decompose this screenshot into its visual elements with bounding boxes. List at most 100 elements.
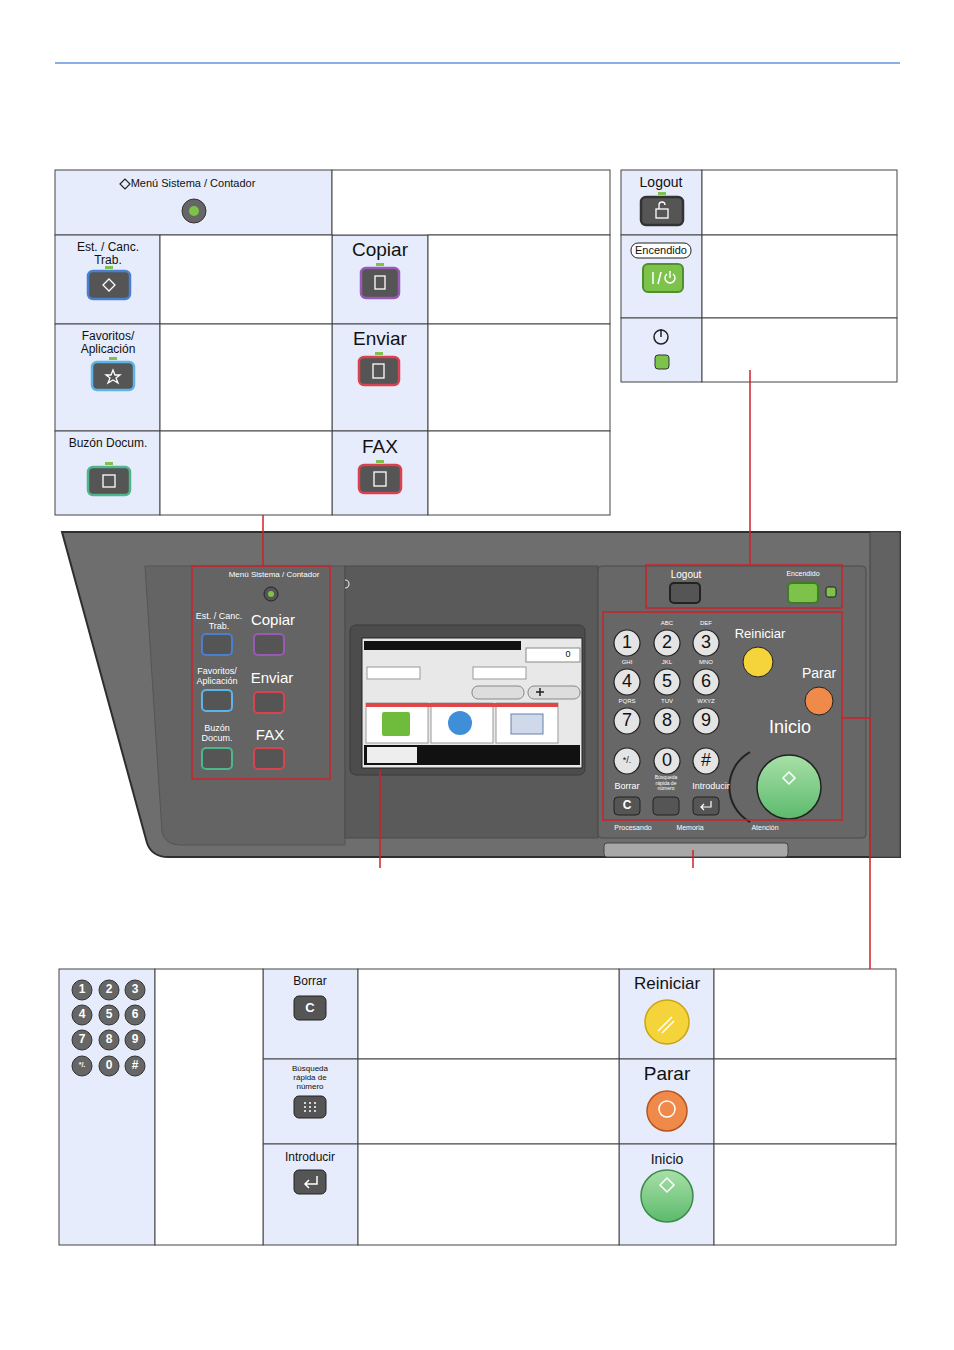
description-cells-part — [714, 1144, 896, 1245]
button-leds-part — [376, 263, 384, 266]
panel-label: C — [619, 799, 635, 812]
panel-small-keys — [614, 797, 719, 815]
power-button — [788, 583, 818, 603]
keypad-keys-part — [99, 1056, 119, 1076]
quick-search-key — [294, 1096, 326, 1118]
key-cell: Introducir — [263, 1144, 358, 1245]
key-label: 8 — [98, 1033, 120, 1046]
key-cell: FAX — [332, 431, 428, 515]
key-cells-part — [55, 431, 160, 515]
key-label: Buzón Docum. — [68, 437, 148, 450]
key-label: FAX — [340, 437, 420, 458]
panel-keys-part — [654, 669, 680, 695]
key-label: Inicio — [622, 1152, 712, 1167]
screen-field — [473, 667, 526, 679]
table-buttons-part — [359, 357, 399, 385]
key-label: Enviar — [335, 329, 425, 350]
screen-bottom-bar — [364, 745, 580, 765]
panel-label: 0 — [558, 650, 578, 660]
panel-keys-part — [693, 630, 719, 656]
key-cells-part — [621, 318, 702, 382]
panel-buttons-part — [670, 583, 700, 603]
panel-buttons-part — [202, 634, 232, 655]
button-glyphs-part — [373, 364, 384, 378]
keypad-keys-part — [125, 1005, 145, 1025]
panel-label: Búsqueda rápida de número — [651, 775, 681, 792]
callout-frames-part — [692, 850, 694, 868]
key-cell: Parar — [619, 1059, 714, 1144]
panel-label: Parar — [789, 666, 849, 681]
panel-label: Borrar — [607, 782, 647, 792]
panel-label: 3 — [695, 633, 717, 653]
screen-bezel — [350, 625, 585, 775]
panel-label: Introducir — [686, 782, 736, 792]
button-leds — [105, 192, 666, 465]
energy-led — [826, 587, 836, 597]
panel-small-keys-part — [653, 797, 679, 815]
keypad-keys-part — [125, 1030, 145, 1050]
key-cell: Buzón Docum. — [55, 431, 160, 515]
panel-label: Encendido — [778, 570, 828, 578]
folder-icon — [382, 712, 410, 736]
keypad-area — [598, 566, 866, 838]
power-glyph — [653, 271, 675, 284]
enter-glyph — [701, 801, 711, 810]
panel-keys-part — [693, 669, 719, 695]
key-label: Búsqueda rápida de número — [280, 1065, 340, 1091]
table-buttons-part — [641, 197, 683, 225]
panel-label: Logout — [656, 569, 716, 580]
panel-label: 5 — [656, 672, 678, 692]
key-cells-part — [332, 324, 428, 431]
callout-frames-part — [749, 370, 751, 565]
power-glyph-part — [658, 272, 661, 284]
key-label: 2 — [98, 983, 120, 996]
description-cells-part — [358, 1059, 619, 1144]
callout-frames — [192, 370, 870, 969]
reset-key — [645, 1000, 689, 1044]
panel-right-edge — [870, 532, 900, 857]
button-glyphs-part — [374, 472, 386, 486]
button-leds-part — [658, 192, 666, 195]
panel-label: Buzón Docum. — [195, 724, 239, 744]
key-cell: 123456789*/.0# — [59, 969, 155, 1245]
description-cells-part — [428, 324, 610, 431]
key-label: Est. / Canc. Trab. — [63, 241, 153, 267]
description-cells-part — [702, 318, 897, 382]
dots-glyph-part — [309, 1110, 311, 1112]
screen-button — [528, 686, 580, 699]
dots-glyph-part — [314, 1106, 316, 1108]
dots-glyph-part — [304, 1102, 306, 1104]
key-cell: Reiniciar — [619, 969, 714, 1059]
panel-label: WXYZ — [691, 698, 721, 705]
panel-buttons-part — [254, 634, 284, 655]
panel-label: JKL — [652, 659, 682, 666]
panel-label: */. — [616, 756, 638, 766]
callout-frames-part — [379, 770, 381, 868]
description-cells-part — [160, 431, 332, 515]
dots-glyph-part — [309, 1102, 311, 1104]
key-label: # — [124, 1059, 146, 1072]
panel-keys-part — [654, 708, 680, 734]
stop-key — [805, 687, 833, 715]
diamond-icon — [120, 179, 130, 189]
table-buttons-part — [88, 467, 130, 495]
button-leds-part — [105, 462, 113, 465]
key-label: C — [300, 1001, 320, 1015]
dots-glyph-part — [309, 1106, 311, 1108]
screen-tile — [431, 703, 493, 743]
key-cells-part — [332, 235, 428, 324]
panel-keys-part — [693, 748, 719, 774]
description-cells-part — [160, 235, 332, 324]
callout-frames-part — [842, 718, 870, 969]
panel-buttons-part — [202, 690, 232, 711]
panel-small-keys-part — [693, 797, 719, 815]
panel-buttons-part — [254, 692, 284, 713]
button-leds-part — [376, 460, 384, 463]
key-label: 0 — [98, 1059, 120, 1072]
panel-label: Est. / Canc. Trab. — [191, 612, 247, 632]
led — [189, 206, 199, 216]
key-label: Menú Sistema / Contador — [93, 177, 293, 189]
key-label: Logout — [624, 175, 699, 190]
screen-tile — [496, 703, 558, 743]
reset-key — [743, 647, 773, 677]
